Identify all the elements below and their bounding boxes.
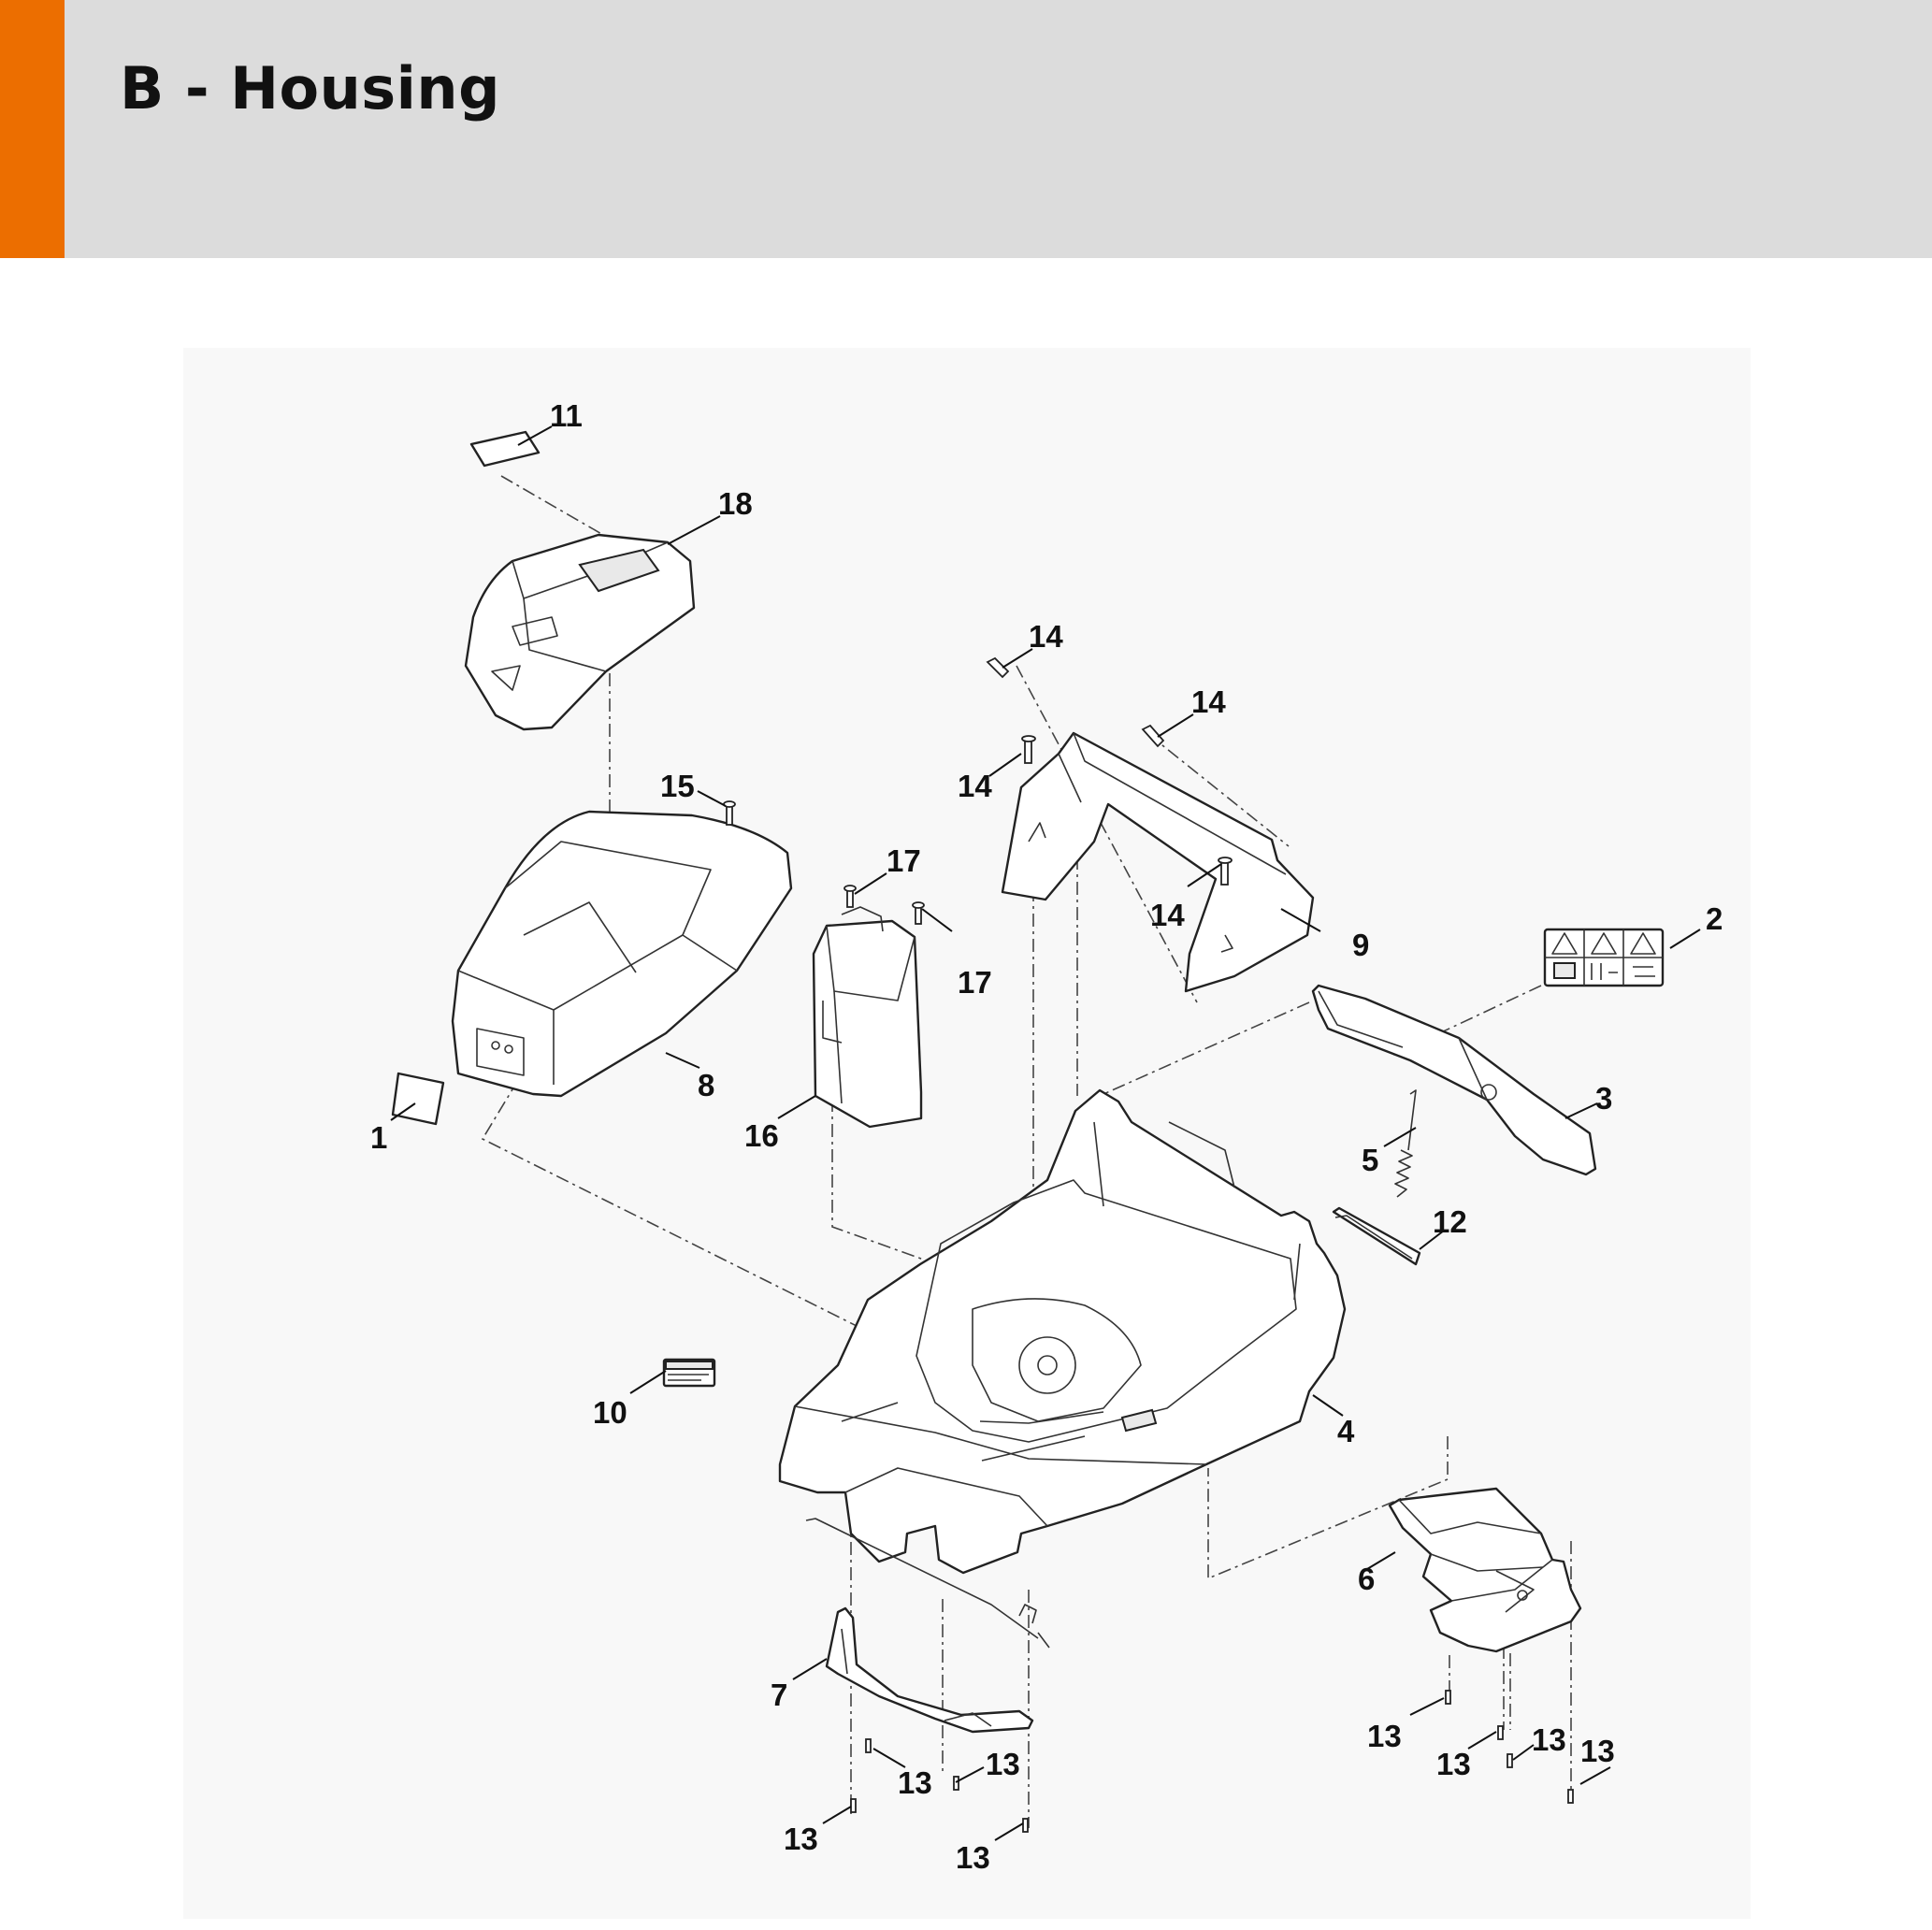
callout-18: 18 [718, 486, 753, 521]
screw-13f [1497, 1725, 1504, 1740]
callout-8: 8 [698, 1068, 714, 1102]
part-9-handle-bracket [1001, 731, 1315, 993]
screw-14a [986, 656, 1010, 679]
callout-6: 6 [1358, 1562, 1375, 1596]
part-2-warning-label [1543, 928, 1665, 987]
screw-13d [1022, 1818, 1029, 1833]
callout-13a: 13 [898, 1765, 932, 1800]
callout-3: 3 [1595, 1081, 1612, 1116]
screw-14c [1141, 724, 1165, 748]
screw-13c [850, 1798, 857, 1813]
part-16-battery-insert [812, 906, 923, 1129]
page-header: B - Housing [0, 0, 1932, 258]
header-accent-bar [0, 0, 65, 258]
part-18-top-cover [464, 533, 696, 731]
callout-4: 4 [1337, 1414, 1355, 1448]
callout-13h: 13 [1580, 1734, 1615, 1768]
part-1-label [391, 1072, 445, 1126]
part-4-main-deck [778, 1088, 1347, 1575]
part-12-strip [1332, 1206, 1421, 1266]
callout-numbers: 11 18 14 14 14 14 15 17 17 9 2 8 1 16 3 … [370, 398, 1723, 1875]
screw-14d [1218, 857, 1233, 886]
callout-2: 2 [1706, 901, 1723, 936]
part-11-label-sticker [469, 430, 541, 468]
diagram-background [183, 348, 1751, 1919]
callout-14c: 14 [958, 769, 992, 803]
screw-13e [1445, 1690, 1451, 1705]
callout-16: 16 [744, 1118, 779, 1153]
callout-9: 9 [1352, 928, 1369, 962]
screw-13a [865, 1738, 872, 1753]
screw-14b [1021, 735, 1036, 764]
callout-11: 11 [550, 398, 583, 433]
callout-17b: 17 [958, 965, 992, 1000]
part-7-front-bar [805, 1518, 1050, 1734]
part-5-spring [1394, 1089, 1417, 1198]
leader-lines [390, 425, 1701, 1841]
screw-15 [723, 800, 736, 826]
callout-5: 5 [1362, 1143, 1378, 1177]
callout-13c: 13 [784, 1822, 818, 1856]
callout-13g: 13 [1532, 1722, 1566, 1757]
callout-10: 10 [593, 1395, 627, 1430]
part-6-side-deflector [1388, 1487, 1582, 1653]
callout-14d: 14 [1150, 898, 1185, 932]
screw-17a [843, 885, 857, 908]
screw-17b [912, 901, 925, 925]
callout-12: 12 [1433, 1204, 1467, 1239]
page-title: B - Housing [120, 54, 500, 122]
callout-7: 7 [771, 1678, 787, 1712]
callout-17a: 17 [887, 843, 921, 878]
callout-13f: 13 [1436, 1747, 1471, 1781]
callout-1: 1 [370, 1120, 387, 1155]
callout-14a: 14 [1029, 619, 1063, 654]
callout-15: 15 [660, 769, 695, 803]
screw-13h [1567, 1789, 1574, 1804]
part-8-battery-housing [451, 810, 793, 1098]
screw-13g [1507, 1753, 1513, 1768]
callout-14b: 14 [1191, 684, 1226, 719]
callout-13b: 13 [986, 1747, 1020, 1781]
callout-13e: 13 [1367, 1719, 1402, 1753]
assembly-lines [481, 475, 1572, 1828]
callout-13d: 13 [956, 1840, 990, 1875]
part-3-rear-flap [1311, 984, 1597, 1176]
screws [723, 656, 1574, 1833]
screw-13b [953, 1776, 959, 1791]
part-10-rating-plate [662, 1358, 716, 1388]
